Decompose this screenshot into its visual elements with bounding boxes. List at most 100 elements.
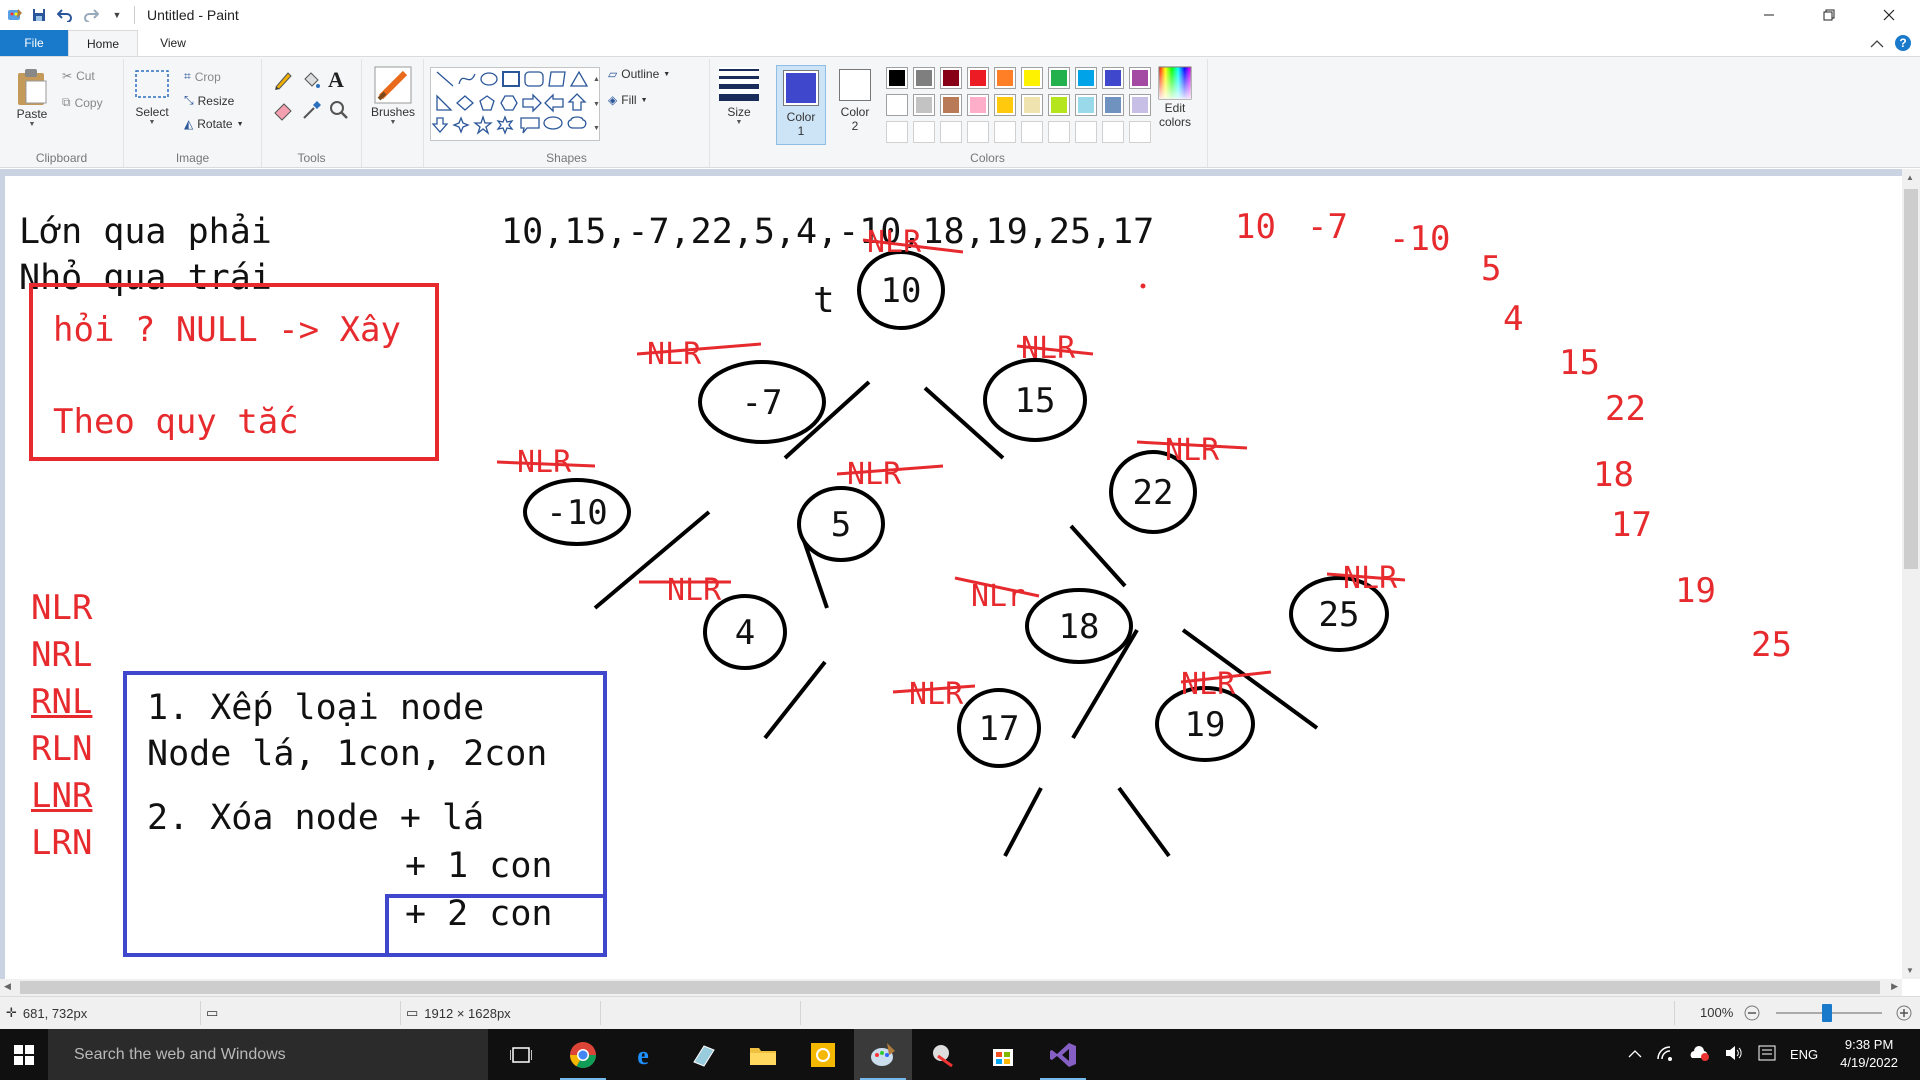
palette-custom-slot[interactable] — [886, 121, 908, 143]
eraser-icon[interactable] — [272, 99, 294, 124]
taskbar-paint[interactable] — [854, 1029, 912, 1080]
palette-swatch[interactable] — [940, 67, 962, 89]
palette-swatch[interactable] — [1129, 67, 1151, 89]
action-center-icon[interactable] — [1758, 1045, 1776, 1064]
taskbar-chrome[interactable] — [554, 1029, 612, 1080]
color2-button[interactable]: Color 2 — [830, 69, 880, 133]
taskbar-file-explorer[interactable] — [734, 1029, 792, 1080]
collapse-ribbon-icon[interactable] — [1870, 38, 1884, 52]
vertical-scroll-thumb[interactable] — [1904, 189, 1918, 569]
network-icon[interactable] — [1656, 1045, 1674, 1064]
shapes-gallery[interactable]: ▲ ▼ ▼ — [430, 67, 600, 141]
size-dropdown-icon[interactable]: ▼ — [735, 119, 743, 126]
color1-button[interactable]: Color 1 — [776, 65, 826, 145]
palette-custom-slot[interactable] — [940, 121, 962, 143]
taskbar-visual-studio[interactable] — [1034, 1029, 1092, 1080]
paste-button[interactable]: Paste ▼ — [8, 67, 56, 128]
fill-dropdown-icon[interactable]: ▼ — [640, 96, 648, 104]
rotate-button[interactable]: ◭ Rotate ▼ — [184, 117, 244, 131]
tab-file[interactable]: File — [0, 30, 68, 56]
close-button[interactable] — [1860, 0, 1918, 30]
brushes-dropdown-icon[interactable]: ▼ — [389, 119, 397, 126]
scroll-down-icon[interactable]: ▼ — [1906, 966, 1914, 975]
copy-button[interactable]: ⧉ Copy — [62, 95, 103, 110]
taskbar-edge[interactable]: e — [614, 1029, 672, 1080]
start-button[interactable] — [0, 1029, 48, 1080]
zoom-slider-thumb[interactable] — [1822, 1004, 1832, 1022]
palette-swatch[interactable] — [1021, 67, 1043, 89]
taskbar-clock[interactable]: 9:38 PM 4/19/2022 — [1840, 1036, 1898, 1072]
task-view-button[interactable] — [492, 1029, 550, 1080]
palette-custom-slot[interactable] — [913, 121, 935, 143]
palette-custom-slot[interactable] — [994, 121, 1016, 143]
customize-dropdown-icon[interactable]: ▼ — [112, 10, 122, 20]
resize-button[interactable]: ⤡ Resize — [184, 93, 234, 108]
taskbar-search[interactable]: Search the web and Windows — [48, 1029, 488, 1080]
palette-swatch[interactable] — [967, 94, 989, 116]
palette-swatch[interactable] — [994, 94, 1016, 116]
scroll-right-icon[interactable]: ▶ — [1891, 981, 1898, 991]
help-icon[interactable]: ? — [1894, 34, 1912, 55]
show-hidden-icons[interactable] — [1628, 1047, 1642, 1062]
horizontal-scrollbar[interactable]: ◀ ▶ — [0, 979, 1902, 996]
palette-custom-slot[interactable] — [1075, 121, 1097, 143]
fill-bucket-icon[interactable] — [300, 69, 322, 94]
palette-swatch[interactable] — [967, 67, 989, 89]
zoom-out-button[interactable] — [1744, 1005, 1760, 1021]
paint-app-icon[interactable] — [6, 6, 24, 24]
save-icon[interactable] — [28, 4, 50, 26]
palette-swatch[interactable] — [1048, 94, 1070, 116]
palette-swatch[interactable] — [1048, 67, 1070, 89]
palette-swatch[interactable] — [994, 67, 1016, 89]
redo-icon[interactable] — [80, 4, 102, 26]
scroll-up-icon[interactable]: ▲ — [1906, 173, 1914, 182]
palette-swatch[interactable] — [1102, 67, 1124, 89]
taskbar-app-7[interactable] — [914, 1029, 972, 1080]
palette-custom-slot[interactable] — [1102, 121, 1124, 143]
outline-dropdown-icon[interactable]: ▼ — [663, 70, 671, 78]
brushes-button[interactable]: Brushes ▼ — [368, 65, 418, 126]
select-dropdown-icon[interactable]: ▼ — [148, 119, 156, 126]
horizontal-scroll-thumb[interactable] — [20, 981, 1880, 994]
volume-icon[interactable] — [1724, 1045, 1744, 1064]
cut-button[interactable]: ✂ Cut — [62, 69, 95, 83]
palette-swatch[interactable] — [886, 94, 908, 116]
color-picker-icon[interactable] — [300, 99, 322, 124]
palette-swatch[interactable] — [1075, 67, 1097, 89]
size-button[interactable]: Size ▼ — [716, 67, 762, 126]
palette-swatch[interactable] — [913, 94, 935, 116]
palette-swatch[interactable] — [886, 67, 908, 89]
restore-button[interactable] — [1800, 0, 1858, 30]
paste-dropdown-icon[interactable]: ▼ — [28, 121, 36, 128]
palette-custom-slot[interactable] — [1129, 121, 1151, 143]
palette-swatch[interactable] — [913, 67, 935, 89]
rotate-dropdown-icon[interactable]: ▼ — [236, 120, 244, 128]
taskbar-store[interactable] — [974, 1029, 1032, 1080]
scroll-left-icon[interactable]: ◀ — [4, 981, 11, 991]
palette-swatch[interactable] — [1129, 94, 1151, 116]
magnifier-icon[interactable] — [328, 99, 350, 124]
zoom-in-button[interactable] — [1896, 1005, 1912, 1021]
undo-icon[interactable] — [54, 4, 76, 26]
fill-button[interactable]: ◈ Fill ▼ — [608, 93, 648, 107]
crop-button[interactable]: ⌗ Crop — [184, 69, 221, 84]
taskbar-app-5[interactable] — [794, 1029, 852, 1080]
palette-swatch[interactable] — [1075, 94, 1097, 116]
pencil-icon[interactable] — [272, 69, 294, 94]
onedrive-icon[interactable] — [1688, 1045, 1710, 1064]
tab-view[interactable]: View — [160, 36, 186, 50]
palette-swatch[interactable] — [1021, 94, 1043, 116]
input-language[interactable]: ENG — [1790, 1047, 1819, 1062]
palette-swatch[interactable] — [940, 94, 962, 116]
tab-home[interactable]: Home — [68, 30, 138, 56]
taskbar-app-3[interactable] — [674, 1029, 732, 1080]
palette-swatch[interactable] — [1102, 94, 1124, 116]
palette-custom-slot[interactable] — [1021, 121, 1043, 143]
text-tool-icon[interactable]: A — [328, 67, 344, 92]
outline-button[interactable]: ▱ Outline ▼ — [608, 67, 670, 81]
palette-custom-slot[interactable] — [1048, 121, 1070, 143]
palette-custom-slot[interactable] — [967, 121, 989, 143]
minimize-button[interactable] — [1740, 0, 1798, 30]
vertical-scrollbar[interactable]: ▲ ▼ — [1902, 169, 1920, 979]
drawing-canvas[interactable]: Lớn qua phải Nhỏ qua trái 10,15,-7,22,5,… — [5, 176, 1902, 979]
